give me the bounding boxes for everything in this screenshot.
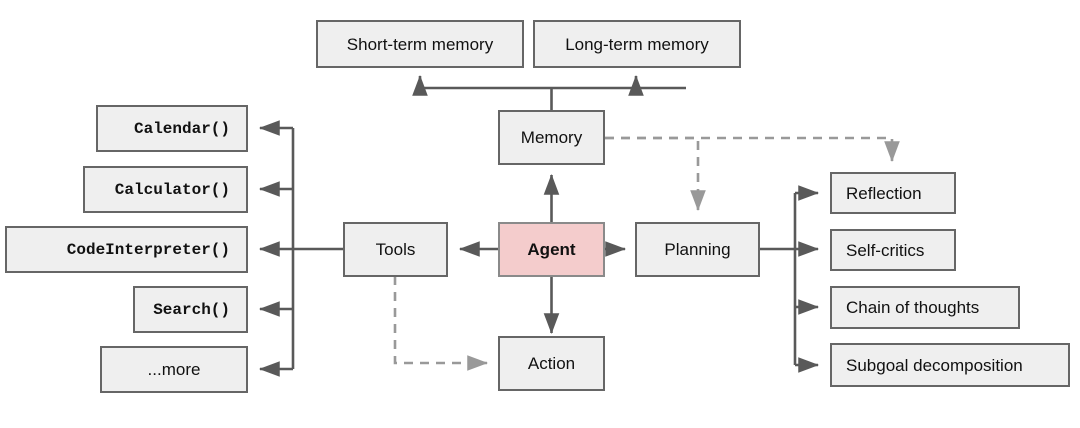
node-long-term-memory-label: Long-term memory: [565, 34, 709, 54]
node-calculator-label: Calculator(): [114, 180, 230, 199]
node-action[interactable]: Action: [498, 336, 605, 391]
node-more-label: ...more: [147, 360, 201, 379]
node-subgoal-decomposition-label: Subgoal decomposition: [846, 355, 1023, 375]
edge-memory-to-planning-dashed: [605, 136, 706, 212]
node-agent-label: Agent: [527, 240, 576, 259]
node-short-term-memory[interactable]: Short-term memory: [316, 20, 524, 68]
node-search-label: Search(): [153, 300, 230, 319]
node-self-critics[interactable]: Self-critics: [830, 229, 956, 271]
node-tools[interactable]: Tools: [343, 222, 448, 277]
edge-memory-to-reflection-dashed: [605, 136, 900, 163]
node-long-term-memory[interactable]: Long-term memory: [533, 20, 741, 68]
node-reflection-label: Reflection: [846, 183, 922, 203]
node-memory[interactable]: Memory: [498, 110, 605, 165]
node-reflection[interactable]: Reflection: [830, 172, 956, 214]
node-code-interpreter-label: CodeInterpreter(): [66, 240, 230, 259]
node-tools-label: Tools: [375, 240, 416, 259]
node-self-critics-label: Self-critics: [846, 240, 925, 260]
node-calculator[interactable]: Calculator(): [83, 166, 248, 213]
node-chain-of-thoughts-label: Chain of thoughts: [846, 298, 980, 317]
node-agent[interactable]: Agent: [498, 222, 605, 277]
node-action-label: Action: [527, 354, 576, 373]
node-calendar-label: Calendar(): [133, 119, 230, 138]
node-chain-of-thoughts[interactable]: Chain of thoughts: [830, 286, 1020, 329]
node-planning-label: Planning: [664, 240, 731, 259]
node-memory-label: Memory: [520, 128, 583, 147]
node-code-interpreter[interactable]: CodeInterpreter(): [5, 226, 248, 273]
node-calendar[interactable]: Calendar(): [96, 105, 248, 152]
node-more[interactable]: ...more: [100, 346, 248, 393]
node-subgoal-decomposition[interactable]: Subgoal decomposition: [830, 343, 1070, 387]
node-planning[interactable]: Planning: [635, 222, 760, 277]
node-search[interactable]: Search(): [133, 286, 248, 333]
edge-tools-to-action-dashed: [393, 276, 489, 371]
node-short-term-memory-label: Short-term memory: [346, 34, 494, 54]
